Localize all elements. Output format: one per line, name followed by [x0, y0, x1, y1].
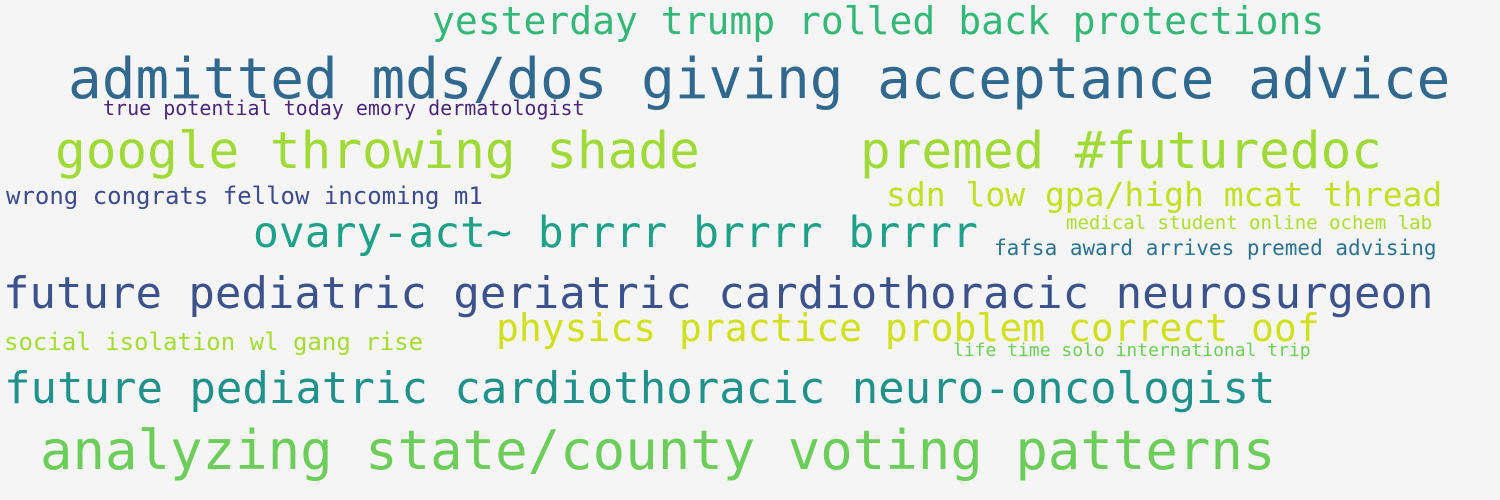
phrase-social-isolation: social isolation wl gang rise [4, 328, 424, 356]
phrase-admitted-mds: admitted mds/dos giving acceptance advic… [68, 47, 1451, 112]
phrase-fafsa-award: fafsa award arrives premed advising [994, 236, 1437, 260]
phrase-sdn-thread: sdn low gpa/high mcat thread [886, 175, 1443, 214]
phrase-ovary-act: ovary-act~ brrrr brrrr brrrr [253, 208, 978, 258]
phrase-future-neurosurgeon: future pediatric geriatric cardiothoraci… [3, 268, 1434, 319]
phrase-future-neuro-oncologist: future pediatric cardiothoracic neuro-on… [4, 363, 1276, 414]
phrase-yesterday-trump: yesterday trump rolled back protections [432, 0, 1325, 43]
phrase-voting-patterns: analyzing state/county voting patterns [40, 419, 1276, 482]
phrase-google-shade: google throwing shade [55, 122, 700, 181]
phrase-ochem-lab: medical student online ochem lab [1066, 212, 1433, 234]
phrase-premed-futuredoc: premed #futuredoc [860, 122, 1382, 181]
phrase-true-potential: true potential today emory dermatologist [103, 96, 585, 120]
phrase-solo-trip: life time solo international trip [953, 340, 1311, 361]
phrase-wrong-congrats: wrong congrats fellow incoming m1 [6, 182, 483, 210]
phrase-physics-practice: physics practice problem correct oof [496, 306, 1320, 350]
